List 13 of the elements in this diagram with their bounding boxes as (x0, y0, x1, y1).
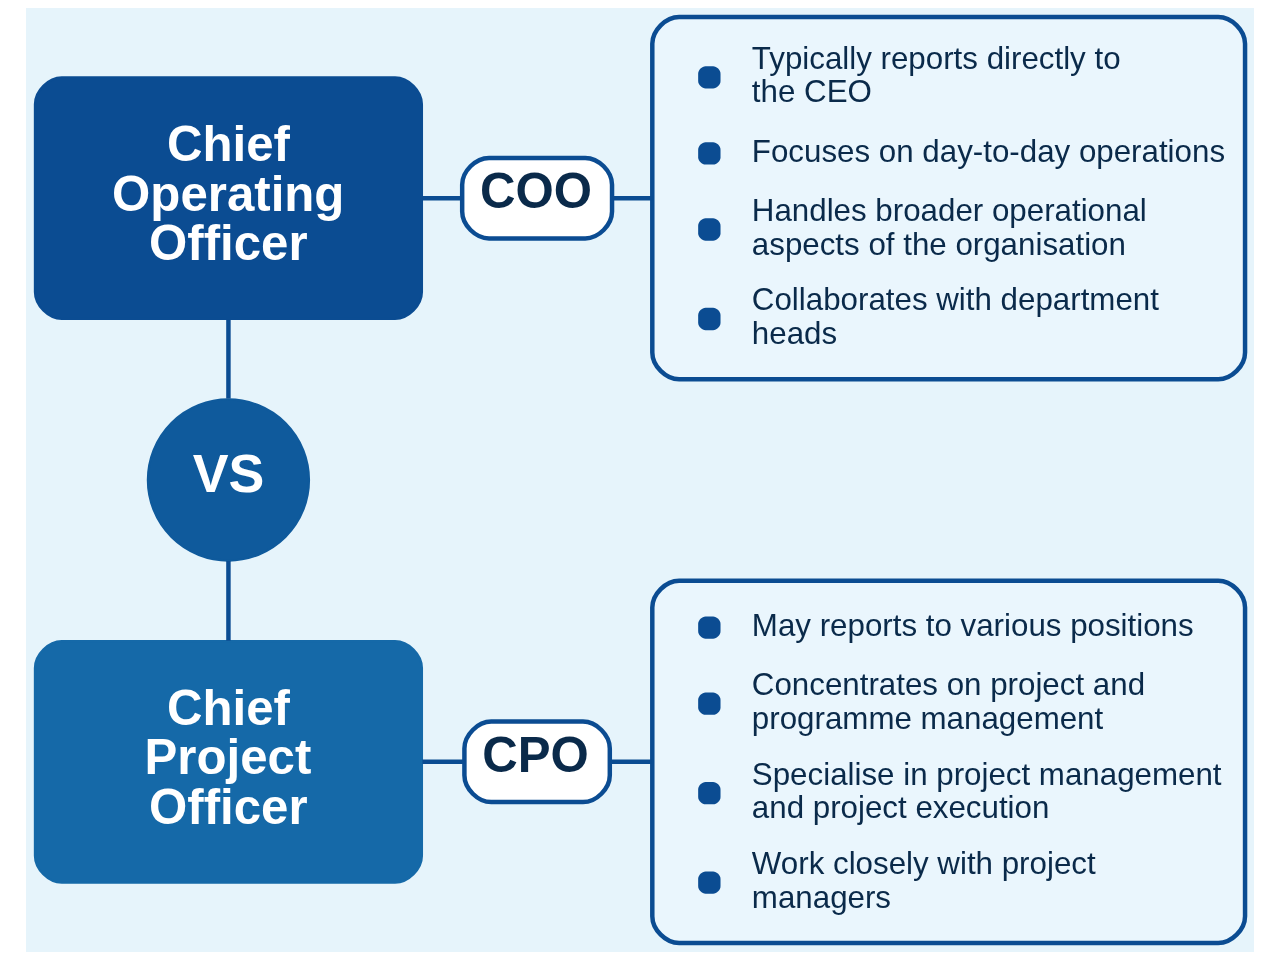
node-box: Typically reports directly to the CEO Focuses on day-to-day operations Handles broader operational aspects of the organisation Collaborates with department heads (650, 14, 1248, 382)
node-circle: VS (146, 398, 311, 562)
connector (422, 759, 465, 765)
connector (422, 195, 462, 201)
connector (226, 319, 231, 399)
node-box: Chief Project Officer (33, 639, 424, 884)
node-box: May reports to various positions Concentrates on project and programme management Specialise in project management and project execution Work closely with project managers (650, 578, 1248, 946)
node-box: Chief Operating Officer (33, 76, 424, 321)
node-box: COO (459, 155, 615, 241)
connector (610, 759, 652, 765)
node-box: CPO (462, 719, 613, 805)
connector (612, 195, 653, 201)
connector (226, 561, 231, 641)
